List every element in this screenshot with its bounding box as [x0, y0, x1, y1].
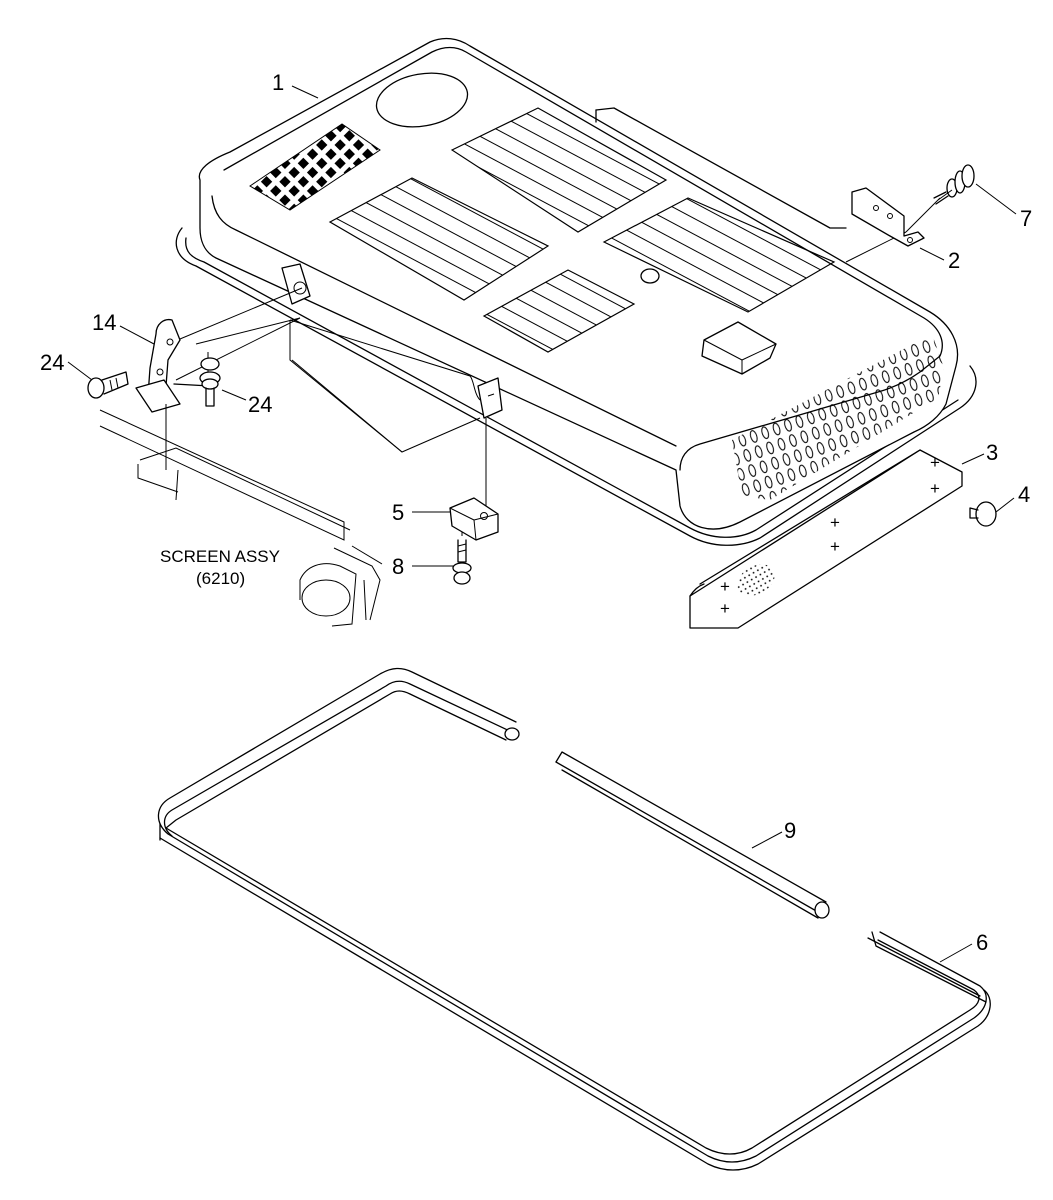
callout-6: 6 — [976, 930, 988, 955]
hinge-bracket — [851, 187, 925, 247]
cover-oval-opening — [375, 72, 469, 128]
svg-text:+: + — [720, 577, 730, 596]
callout-24-right: 24 — [248, 392, 272, 417]
svg-text:+: + — [720, 599, 730, 618]
cover-assembly — [175, 37, 977, 546]
cover-crease — [211, 195, 677, 447]
latch-assembly — [135, 318, 211, 470]
side-panel-perforation — [737, 564, 775, 596]
callout-4: 4 — [1018, 482, 1030, 507]
svg-text:+: + — [830, 537, 840, 556]
callout-14: 14 — [92, 310, 116, 335]
callout-1: 1 — [272, 70, 284, 95]
cover-louver-panel-2 — [450, 107, 668, 233]
cover-catch-bracket — [477, 377, 503, 419]
cover-grid-vent — [249, 123, 381, 211]
cover-side-vent — [732, 334, 944, 500]
gasket-frame — [157, 667, 991, 1171]
screen-assy-label: SCREEN ASSY — [160, 547, 280, 566]
callout-8: 8 — [392, 554, 404, 579]
latch-bolt-left — [87, 371, 129, 399]
svg-text:+: + — [830, 513, 840, 532]
callout-7: 7 — [1020, 206, 1032, 231]
callout-2: 2 — [948, 248, 960, 273]
cover-center-boss — [640, 268, 660, 284]
latch-bolt-right — [199, 357, 221, 407]
cover-flange-inner — [185, 237, 959, 538]
push-rivet — [969, 501, 997, 527]
callout-leaders — [67, 85, 1017, 963]
cover-louver-panel-3 — [482, 269, 636, 353]
side-panel: + + + + + + — [689, 449, 963, 629]
cover-louver-panel-1 — [328, 177, 550, 301]
screen-assy-reference — [99, 409, 383, 627]
screen-assy-number: (6210) — [196, 569, 245, 588]
cover-raised-block — [701, 321, 777, 375]
spacer-block — [449, 497, 499, 541]
cover-rear-lip — [595, 107, 847, 229]
callout-3: 3 — [986, 440, 998, 465]
cover-louver-panel-4 — [602, 197, 836, 313]
cover-flange — [175, 227, 977, 546]
screw-with-washer — [452, 539, 472, 585]
svg-text:+: + — [930, 453, 940, 472]
cover-top-edge — [223, 46, 943, 471]
callout-labels: 1 2 3 4 5 6 7 8 9 14 24 24 SCREEN ASSY (… — [40, 70, 1032, 955]
gasket-strip — [555, 751, 830, 919]
callout-24-left: 24 — [40, 350, 64, 375]
bolt-with-washers — [933, 164, 975, 205]
callout-9: 9 — [784, 818, 796, 843]
svg-text:+: + — [930, 479, 940, 498]
callout-5: 5 — [392, 500, 404, 525]
